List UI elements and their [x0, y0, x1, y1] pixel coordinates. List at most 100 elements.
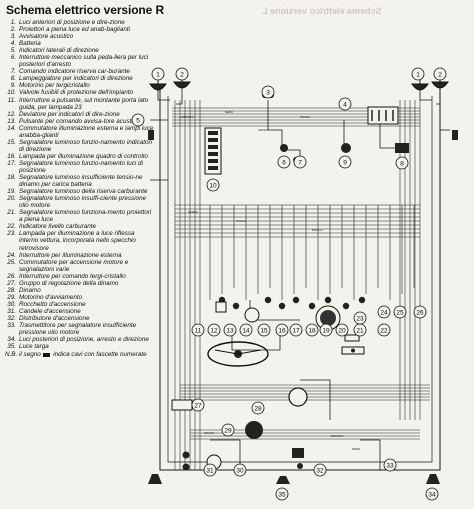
diagram-title: Schema elettrico versione R [6, 3, 165, 17]
legend-item: 22.Indicatore livello carburante [5, 223, 155, 230]
callout-1: 1 [151, 67, 165, 81]
legend-text: Lampada per illuminazione quadro di cont… [19, 152, 148, 160]
callout-circle [151, 67, 165, 81]
callout-30: 30 [233, 463, 247, 477]
wire-harness [150, 80, 450, 471]
legend-text: Comando indicatore riserva car-burante [19, 68, 130, 76]
callout-21: 21 [353, 323, 367, 337]
legend-item: 13.Pulsante per comando avvisa-tore acus… [5, 118, 155, 125]
legend-text: Indicatore livello carburante [19, 223, 97, 231]
brake-switch [280, 144, 288, 152]
callout-22: 22 [377, 323, 391, 337]
callout-number: 7 [298, 159, 302, 166]
callout-circle [191, 398, 205, 412]
lamp-shell [411, 83, 429, 91]
legend-item: 31.Candele d'accensione [5, 308, 155, 315]
legend-item: 6.Interruttore meccanico sulla peda-lier… [5, 54, 155, 68]
wire-color-label: NERO [225, 110, 234, 114]
legend-number: 1. [10, 19, 16, 26]
legend-number: 21. [7, 209, 16, 217]
legend-number: 28. [7, 286, 16, 294]
wheel-rim [207, 341, 269, 367]
legend-item: 15.Segnalatore luminoso funzio-namento i… [5, 139, 155, 153]
callout-number: 20 [338, 327, 346, 334]
legend-text: Interruttore meccanico sulla peda-liera … [19, 54, 149, 69]
legend-text: Motorino d'avviamento [19, 293, 83, 301]
legend-number: 2. [10, 26, 16, 34]
callout-16: 16 [275, 323, 289, 337]
legend-text: Lampada per illuminazione a luce rifless… [19, 230, 136, 252]
callout-number: 17 [292, 327, 300, 334]
fuse [208, 145, 218, 149]
legend-item: 21.Segnalatore luminoso funziona-mento p… [5, 209, 155, 223]
callout-circle [175, 67, 189, 81]
legend-item: 17.Segnalatore luminoso funzio-namento l… [5, 160, 155, 174]
callout-number: 31 [206, 467, 214, 474]
callout-circle [335, 323, 349, 337]
fuse [208, 159, 218, 163]
callout-number: 5 [136, 117, 140, 124]
callout-circle [257, 323, 271, 337]
callout-14: 14 [239, 323, 253, 337]
callout-number: 1 [416, 71, 420, 78]
wire-color-label: NERO [352, 447, 361, 451]
legend-item: 33.Trasmettitore per segnalatore insuffi… [5, 322, 155, 336]
callout-number: 24 [380, 309, 388, 316]
legend-number: 6. [10, 54, 16, 62]
wire [210, 439, 241, 470]
legend-number: 19. [7, 188, 16, 196]
callout-circle [203, 463, 217, 477]
callout-23: 23 [353, 311, 367, 325]
steering-wheel [207, 341, 269, 367]
legend-item: 25.Commutatore per accensione motore e s… [5, 259, 155, 273]
legend-number: 10. [7, 89, 16, 97]
legend-item: 29.Motorino d'avviamento [5, 294, 155, 301]
legend-text: Deviatore per indicatori di dire-zione [19, 110, 120, 118]
callout-circle [261, 85, 275, 99]
battery-case [367, 106, 399, 125]
legend-item: 16.Lampada per illuminazione quadro di c… [5, 153, 155, 160]
warning-lamp [232, 302, 240, 310]
callout-32: 32 [313, 463, 327, 477]
callout-27: 27 [191, 398, 205, 412]
wheel-spoke [237, 349, 262, 355]
callout-circle [377, 323, 391, 337]
legend-text: Valvole fusibili di protezione dell'impi… [19, 89, 134, 97]
legend-number: 12. [7, 110, 16, 118]
legend-item: 20.Segnalatore luminoso insuffi-ciente p… [5, 195, 155, 209]
warning-lamp [264, 296, 272, 304]
legend-item: 23.Lampada per illuminazione a luce rifl… [5, 230, 155, 251]
callout-number: 16 [278, 327, 286, 334]
wire-color-label: GRIGIO [258, 128, 269, 132]
legend-number: 22. [7, 223, 16, 231]
legend-item: 19.Segnalatore luminoso della riserva ca… [5, 188, 155, 195]
legend-text: Commutatore per accensione motore e segn… [19, 258, 129, 273]
callout-11: 11 [191, 323, 205, 337]
wheel-spoke [214, 349, 239, 355]
legend-item: 11.Interruttore a pulsante, sul montante… [5, 97, 155, 111]
legend-item: 8.Lampeggiatore per indicatori di direzi… [5, 75, 155, 82]
warning-lamp [308, 302, 316, 310]
callout-number: 8 [400, 160, 404, 167]
callout-17: 17 [289, 323, 303, 337]
starter-motor [245, 421, 263, 439]
wire-color-label: GRIGIO [204, 431, 215, 435]
rear-lamp-left [148, 474, 162, 484]
legend-text: Motorino per tergicristallo [19, 82, 90, 90]
legend-text: Segnalatore luminoso funzio-namento indi… [19, 138, 153, 153]
legend-item: 12.Deviatore per indicatori di dire-zion… [5, 111, 155, 118]
callout-number: 29 [224, 427, 232, 434]
warning-lamp [324, 296, 332, 304]
side-indicator-left [148, 130, 154, 140]
legend-text: Candele d'accensione [19, 307, 81, 315]
callout-circle [251, 401, 265, 415]
legend-number: 35. [7, 343, 16, 351]
callout-15: 15 [257, 323, 271, 337]
legend-item: 2.Proiettori a piena luce ed anab-baglia… [5, 26, 155, 33]
spark-plug [182, 451, 190, 459]
legend-text: Segnalatore luminoso funzio-namento luci… [19, 159, 143, 174]
legend-number: 31. [7, 307, 16, 315]
callout-number: 32 [316, 467, 324, 474]
callout-circle [411, 67, 425, 81]
callout-10: 10 [206, 178, 220, 192]
